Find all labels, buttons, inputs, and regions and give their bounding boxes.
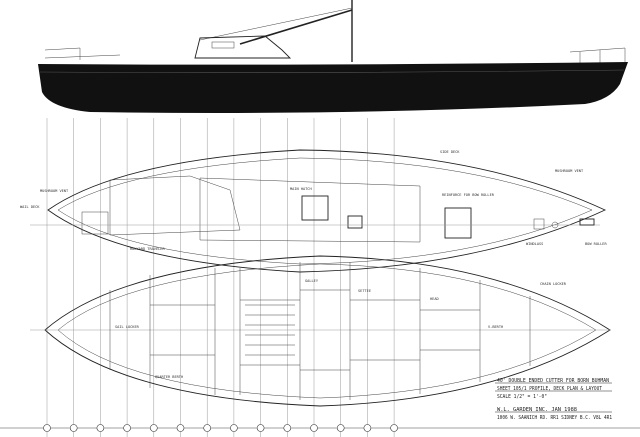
label: SAIL LOCKER <box>115 325 140 329</box>
label: WAIL DECK <box>20 205 40 209</box>
bulkheads <box>109 262 531 400</box>
label: V-BERTH <box>488 325 503 329</box>
station-markers <box>43 424 398 432</box>
cabin-port <box>211 41 235 49</box>
station-circle <box>363 424 372 432</box>
label: GALLEY <box>305 279 319 283</box>
bow-roller <box>579 218 595 226</box>
main-hatch <box>301 195 329 221</box>
label: HALYARD TRAVELER <box>130 247 165 251</box>
label: MAIN HATCH <box>290 187 312 191</box>
cabin-top <box>199 177 421 243</box>
station-grid <box>46 118 395 437</box>
station-circle <box>283 424 292 432</box>
title-line: 40' DOUBLE ENDED CUTTER FOR BORN BUHMAN <box>497 378 609 384</box>
station-circle <box>230 424 238 432</box>
mushroom-vent <box>551 221 559 229</box>
label: CHAIN LOCKER <box>540 282 567 286</box>
scale-line: SCALE 1/2" = 1'-0" <box>497 394 547 400</box>
label: SIDE DECK <box>440 150 460 154</box>
cockpit <box>109 175 241 236</box>
label: BOW ROLLER <box>585 242 607 246</box>
interior-layout-view: SAIL LOCKER V-BERTH HEAD GALLEY SETTEE C… <box>30 255 611 407</box>
label: SETTEE <box>358 289 371 293</box>
station-circle <box>176 424 185 432</box>
cockpit-hatch <box>81 211 109 235</box>
station-circle <box>310 424 318 432</box>
hull-profile <box>38 62 628 113</box>
sheer-stripe <box>39 69 625 73</box>
boom-spar <box>239 9 353 45</box>
label: WINDLASS <box>526 242 543 246</box>
lifelines <box>44 47 626 64</box>
boom <box>199 7 353 41</box>
label: REINFORCE FOR BOW ROLLER <box>442 193 495 197</box>
deck-plan-view: WAIL DECK MUSHROOM VENT HALYARD TRAVELER… <box>20 149 607 273</box>
address-line: 1006 W. SAANICH RD. RR1 SIDNEY B.C. V8L … <box>497 415 612 421</box>
station-circle <box>69 424 78 432</box>
sheet-line: SHEET 105/1 PROFILE, DECK PLAN & LAYOUT <box>497 386 602 392</box>
station-circle <box>203 424 211 432</box>
station-circle <box>336 424 345 432</box>
label: MUSHROOM VENT <box>555 169 584 173</box>
station-circle <box>43 424 51 432</box>
windlass <box>533 218 545 230</box>
label: MUSHROOM VENT <box>40 189 69 193</box>
title-block: 40' DOUBLE ENDED CUTTER FOR BORN BUHMAN … <box>495 378 612 421</box>
forward-hatch <box>347 215 363 229</box>
label: HEAD <box>430 297 439 301</box>
label: QUARTER BERTH <box>155 375 183 379</box>
profile-view <box>38 0 628 113</box>
toerail <box>57 157 593 265</box>
cabin-trunk <box>194 35 292 59</box>
station-circle <box>150 424 158 432</box>
station-circle <box>96 424 105 432</box>
station-circle <box>256 424 265 432</box>
station-circle <box>390 424 398 432</box>
deck-outline <box>47 149 607 273</box>
station-circle <box>123 424 131 432</box>
designer-line: W.L. GARDEN INC. JAN 1988 <box>497 407 577 413</box>
mast-step <box>444 207 472 239</box>
